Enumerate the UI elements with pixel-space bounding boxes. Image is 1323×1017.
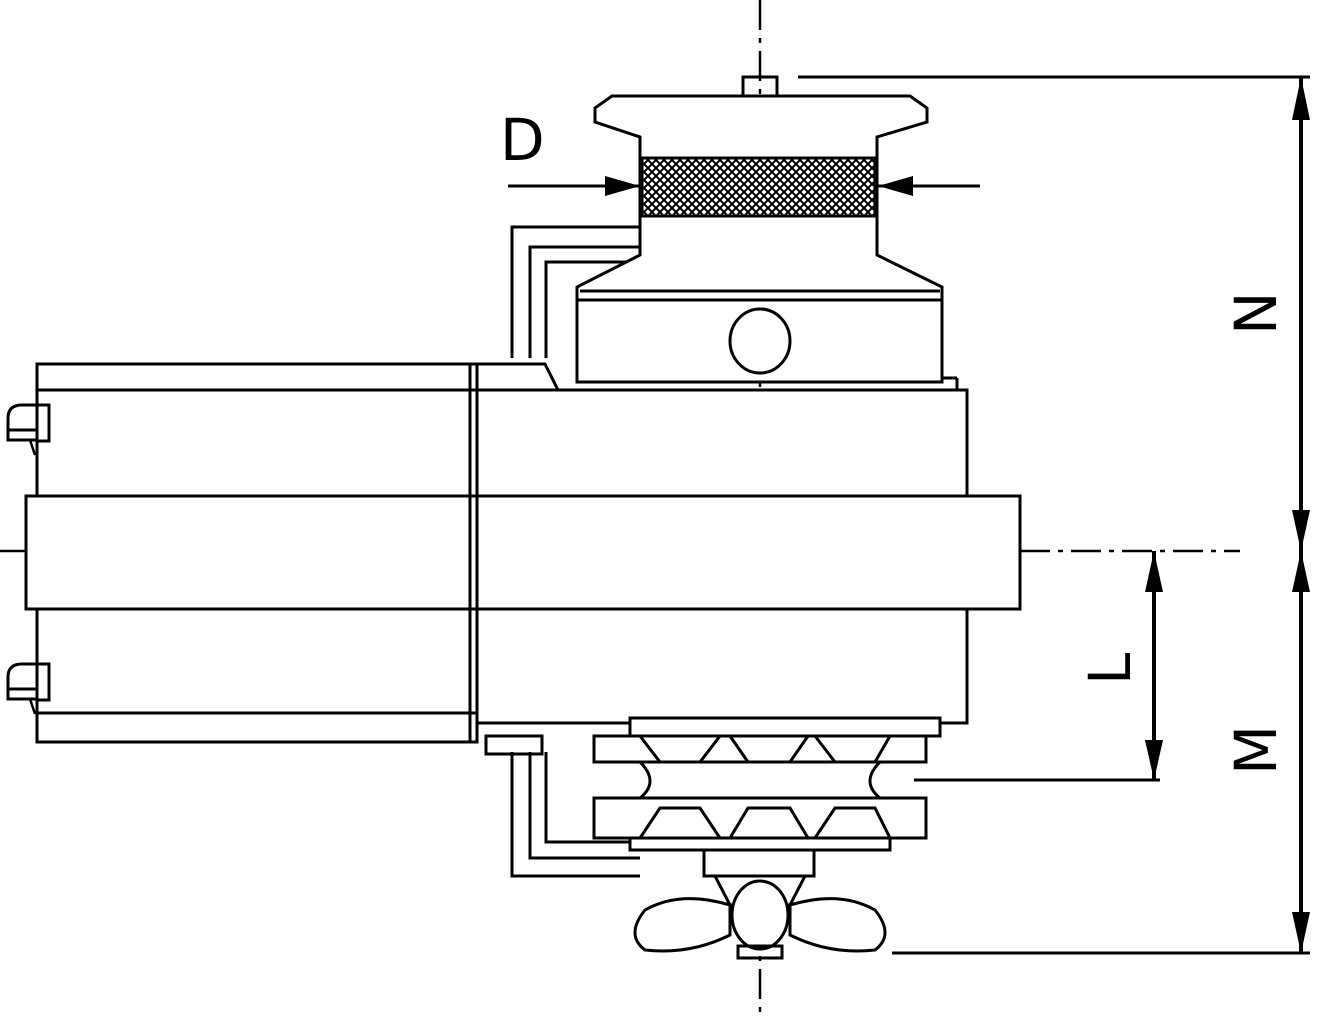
dimension-l: L [914,551,1163,782]
dimension-m: M [892,551,1310,955]
dimension-label-m: M [1222,725,1290,775]
bracket-upper [510,225,643,358]
chain-gypsy [592,716,942,852]
bracket-lower [484,734,640,878]
wing-nut [633,848,887,960]
knurled-band [640,156,877,218]
capstan-drum [575,75,944,302]
capstan-base [575,298,944,384]
main-shaft [24,494,1022,611]
dimension-label-n: N [1222,292,1290,335]
dimension-d: D [500,106,980,196]
dimension-label-d: D [500,106,545,174]
motor-bolt-top [6,403,51,456]
motor-bolt-bottom [6,662,51,715]
dimension-label-l: L [1076,653,1144,685]
dimension-n: N [798,75,1310,551]
